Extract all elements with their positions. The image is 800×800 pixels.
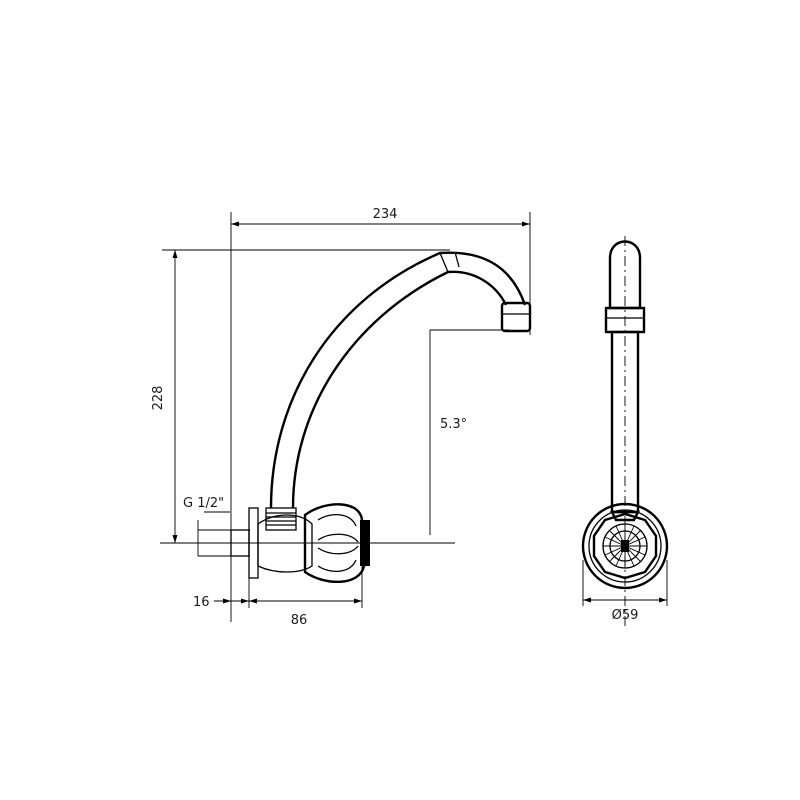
body-depth-label: 86 [291,613,308,628]
width-dimension: 234 [230,207,531,622]
aerator [500,301,532,333]
width-dimension-label: 234 [373,207,398,222]
front-flange [581,502,669,590]
angle-dimension-label: 5.3° [440,417,467,432]
angle-dimension: 5.3° [429,329,510,535]
front-view: Ø59 [581,236,669,630]
diameter-dimension: Ø59 [582,560,668,623]
valve-body [257,514,313,573]
handle [303,503,370,584]
height-dimension-label: 228 [151,386,166,411]
diameter-dimension-label: Ø59 [612,608,639,623]
thread-stub [230,529,250,557]
front-spout [604,236,646,630]
side-view: 234 228 5.3° G 1/2" [151,207,532,628]
depth-dimensions: 16 86 [193,560,363,628]
thread-dimension: G 1/2" [183,496,250,557]
height-dimension: 228 [151,249,450,543]
spout-collar [265,507,297,531]
flange-thickness-label: 16 [193,595,210,610]
spout [269,251,527,509]
thread-dimension-label: G 1/2" [183,496,224,511]
